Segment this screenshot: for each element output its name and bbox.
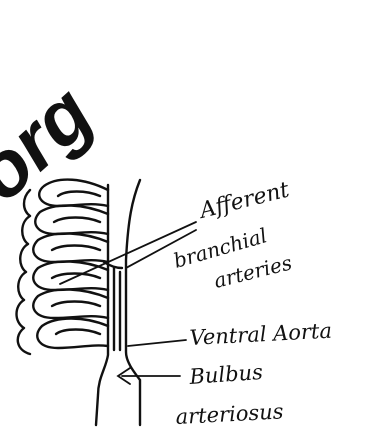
label-bulbus-line2: arteriosus [175,399,284,429]
gill-arch-inner-6 [56,330,100,335]
label-afferent-line1: Afferent [195,178,291,225]
gill-arch-inner-1 [58,192,100,197]
pointer-ventral-aorta [128,340,186,346]
gill-arches [17,180,109,354]
labels: Afferent branchial arteries Ventral Aort… [171,178,333,429]
ventral-aorta [96,180,140,425]
gill-arch-1 [39,180,108,206]
aorta-wall-right-outer [126,180,140,425]
watermark-text: org [0,68,109,217]
gill-arch-inner-5 [52,302,100,307]
watermark: org [0,68,109,217]
label-bulbus-line1: Bulbus [188,360,264,389]
label-ventral-aorta: Ventral Aorta [189,319,332,350]
gill-arch-inner-2 [54,218,100,223]
gill-arch-inner-3 [52,246,100,251]
